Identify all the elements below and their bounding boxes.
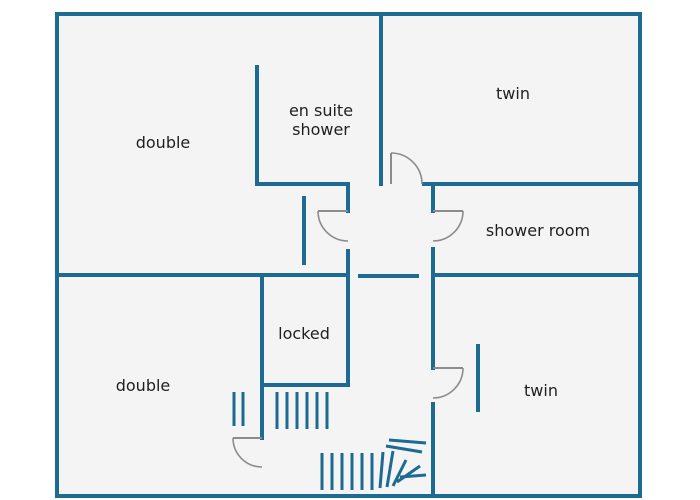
label-twin-top: twin — [496, 84, 530, 103]
stair-flight-upper — [275, 392, 329, 429]
label-double-bottom: double — [116, 376, 171, 395]
door-double-bottom — [232, 437, 263, 468]
label-en-suite-line2: shower — [292, 120, 350, 139]
staircase — [232, 392, 427, 490]
interior-walls — [55, 12, 642, 498]
door-shower-room — [432, 210, 464, 242]
label-twin-bottom: twin — [524, 381, 558, 400]
door-double-to-corridor — [317, 210, 349, 242]
door-twin-bottom — [432, 367, 464, 399]
stair-flight-lower — [320, 453, 374, 490]
label-locked: locked — [278, 324, 330, 343]
label-double-top: double — [136, 133, 191, 152]
label-en-suite-line1: en suite — [289, 101, 353, 120]
stair-winder — [378, 438, 427, 489]
stair-flight-left — [232, 392, 245, 426]
door-en-suite-to-corridor — [390, 152, 423, 185]
outer-wall — [55, 12, 642, 498]
label-shower-room: shower room — [486, 221, 590, 240]
doors — [232, 152, 464, 468]
